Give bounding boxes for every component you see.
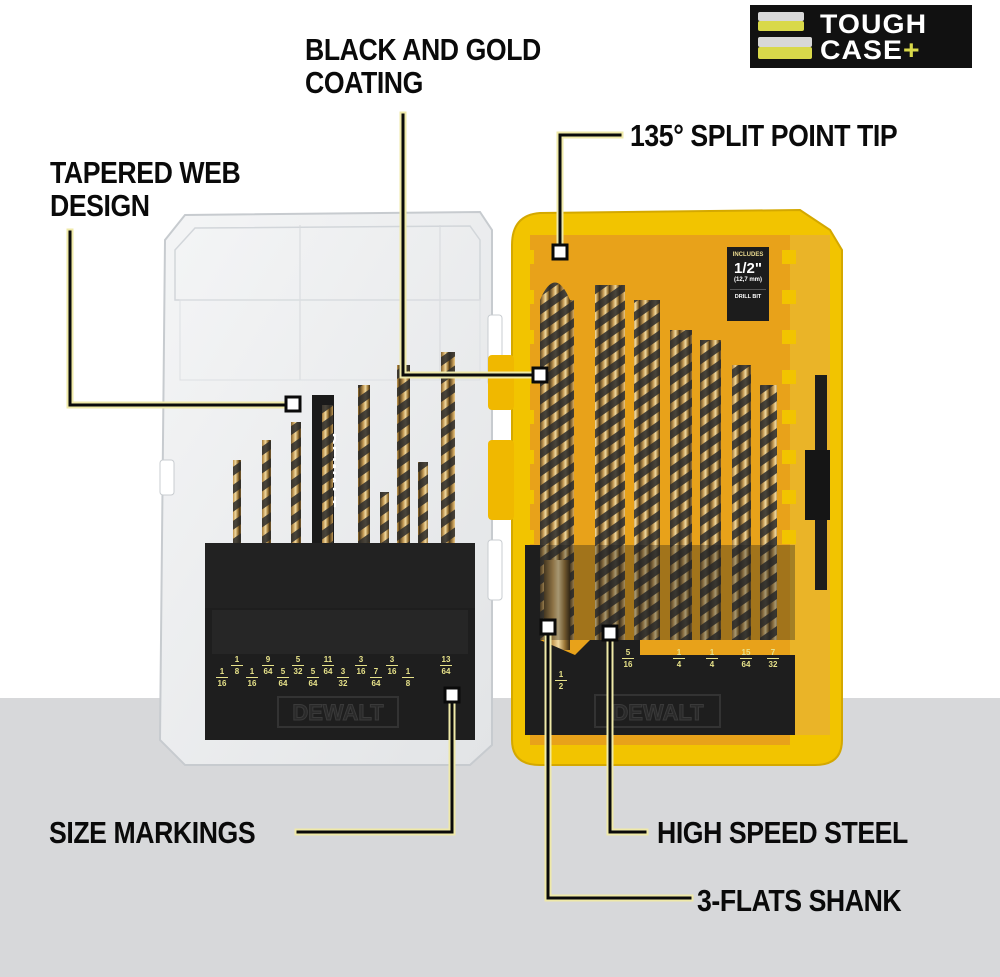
- callout-high-speed-steel: HIGH SPEED STEEL: [657, 815, 908, 850]
- includes-badge-top: INCLUDES: [732, 252, 764, 258]
- marker-three-flats: [539, 618, 557, 636]
- right-bits: [540, 282, 777, 650]
- logo-line1: TOUGH: [820, 8, 928, 39]
- svg-text:DEWALT: DEWALT: [612, 700, 704, 725]
- right-bit-holder: DEWALT: [525, 545, 795, 735]
- marker-size-markings: [443, 686, 461, 704]
- includes-badge-metric: (12,7 mm): [733, 277, 762, 283]
- marker-tapered-web: [284, 395, 302, 413]
- includes-badge-bottom: DRILL BIT: [734, 294, 762, 300]
- callout-size-markings: SIZE MARKINGS: [49, 815, 256, 850]
- callout-tapered-web: TAPERED WEB DESIGN: [50, 155, 241, 223]
- case-icon: [758, 9, 820, 64]
- logo-plus: +: [902, 34, 921, 65]
- callout-black-and-gold: BLACK AND GOLD COATING: [305, 32, 541, 100]
- callout-markers: [284, 243, 619, 704]
- callout-split-point: 135° SPLIT POINT TIP: [630, 118, 898, 153]
- includes-badge: INCLUDES 1/2" (12,7 mm) DRILL BIT: [727, 247, 769, 321]
- svg-text:DEWALT: DEWALT: [292, 700, 384, 725]
- callout-lines: [66, 111, 694, 902]
- marker-split-point: [551, 243, 569, 261]
- callout-three-flats: 3-FLATS SHANK: [697, 883, 902, 918]
- marker-high-speed-steel: [601, 624, 619, 642]
- marker-black-gold: [531, 366, 549, 384]
- toughcase-logo: TOUGH CASE+: [750, 5, 972, 68]
- left-bit-holder: DEWALT: [205, 543, 475, 740]
- includes-badge-size: 1/2": [734, 260, 762, 277]
- logo-line2: CASE: [820, 34, 903, 65]
